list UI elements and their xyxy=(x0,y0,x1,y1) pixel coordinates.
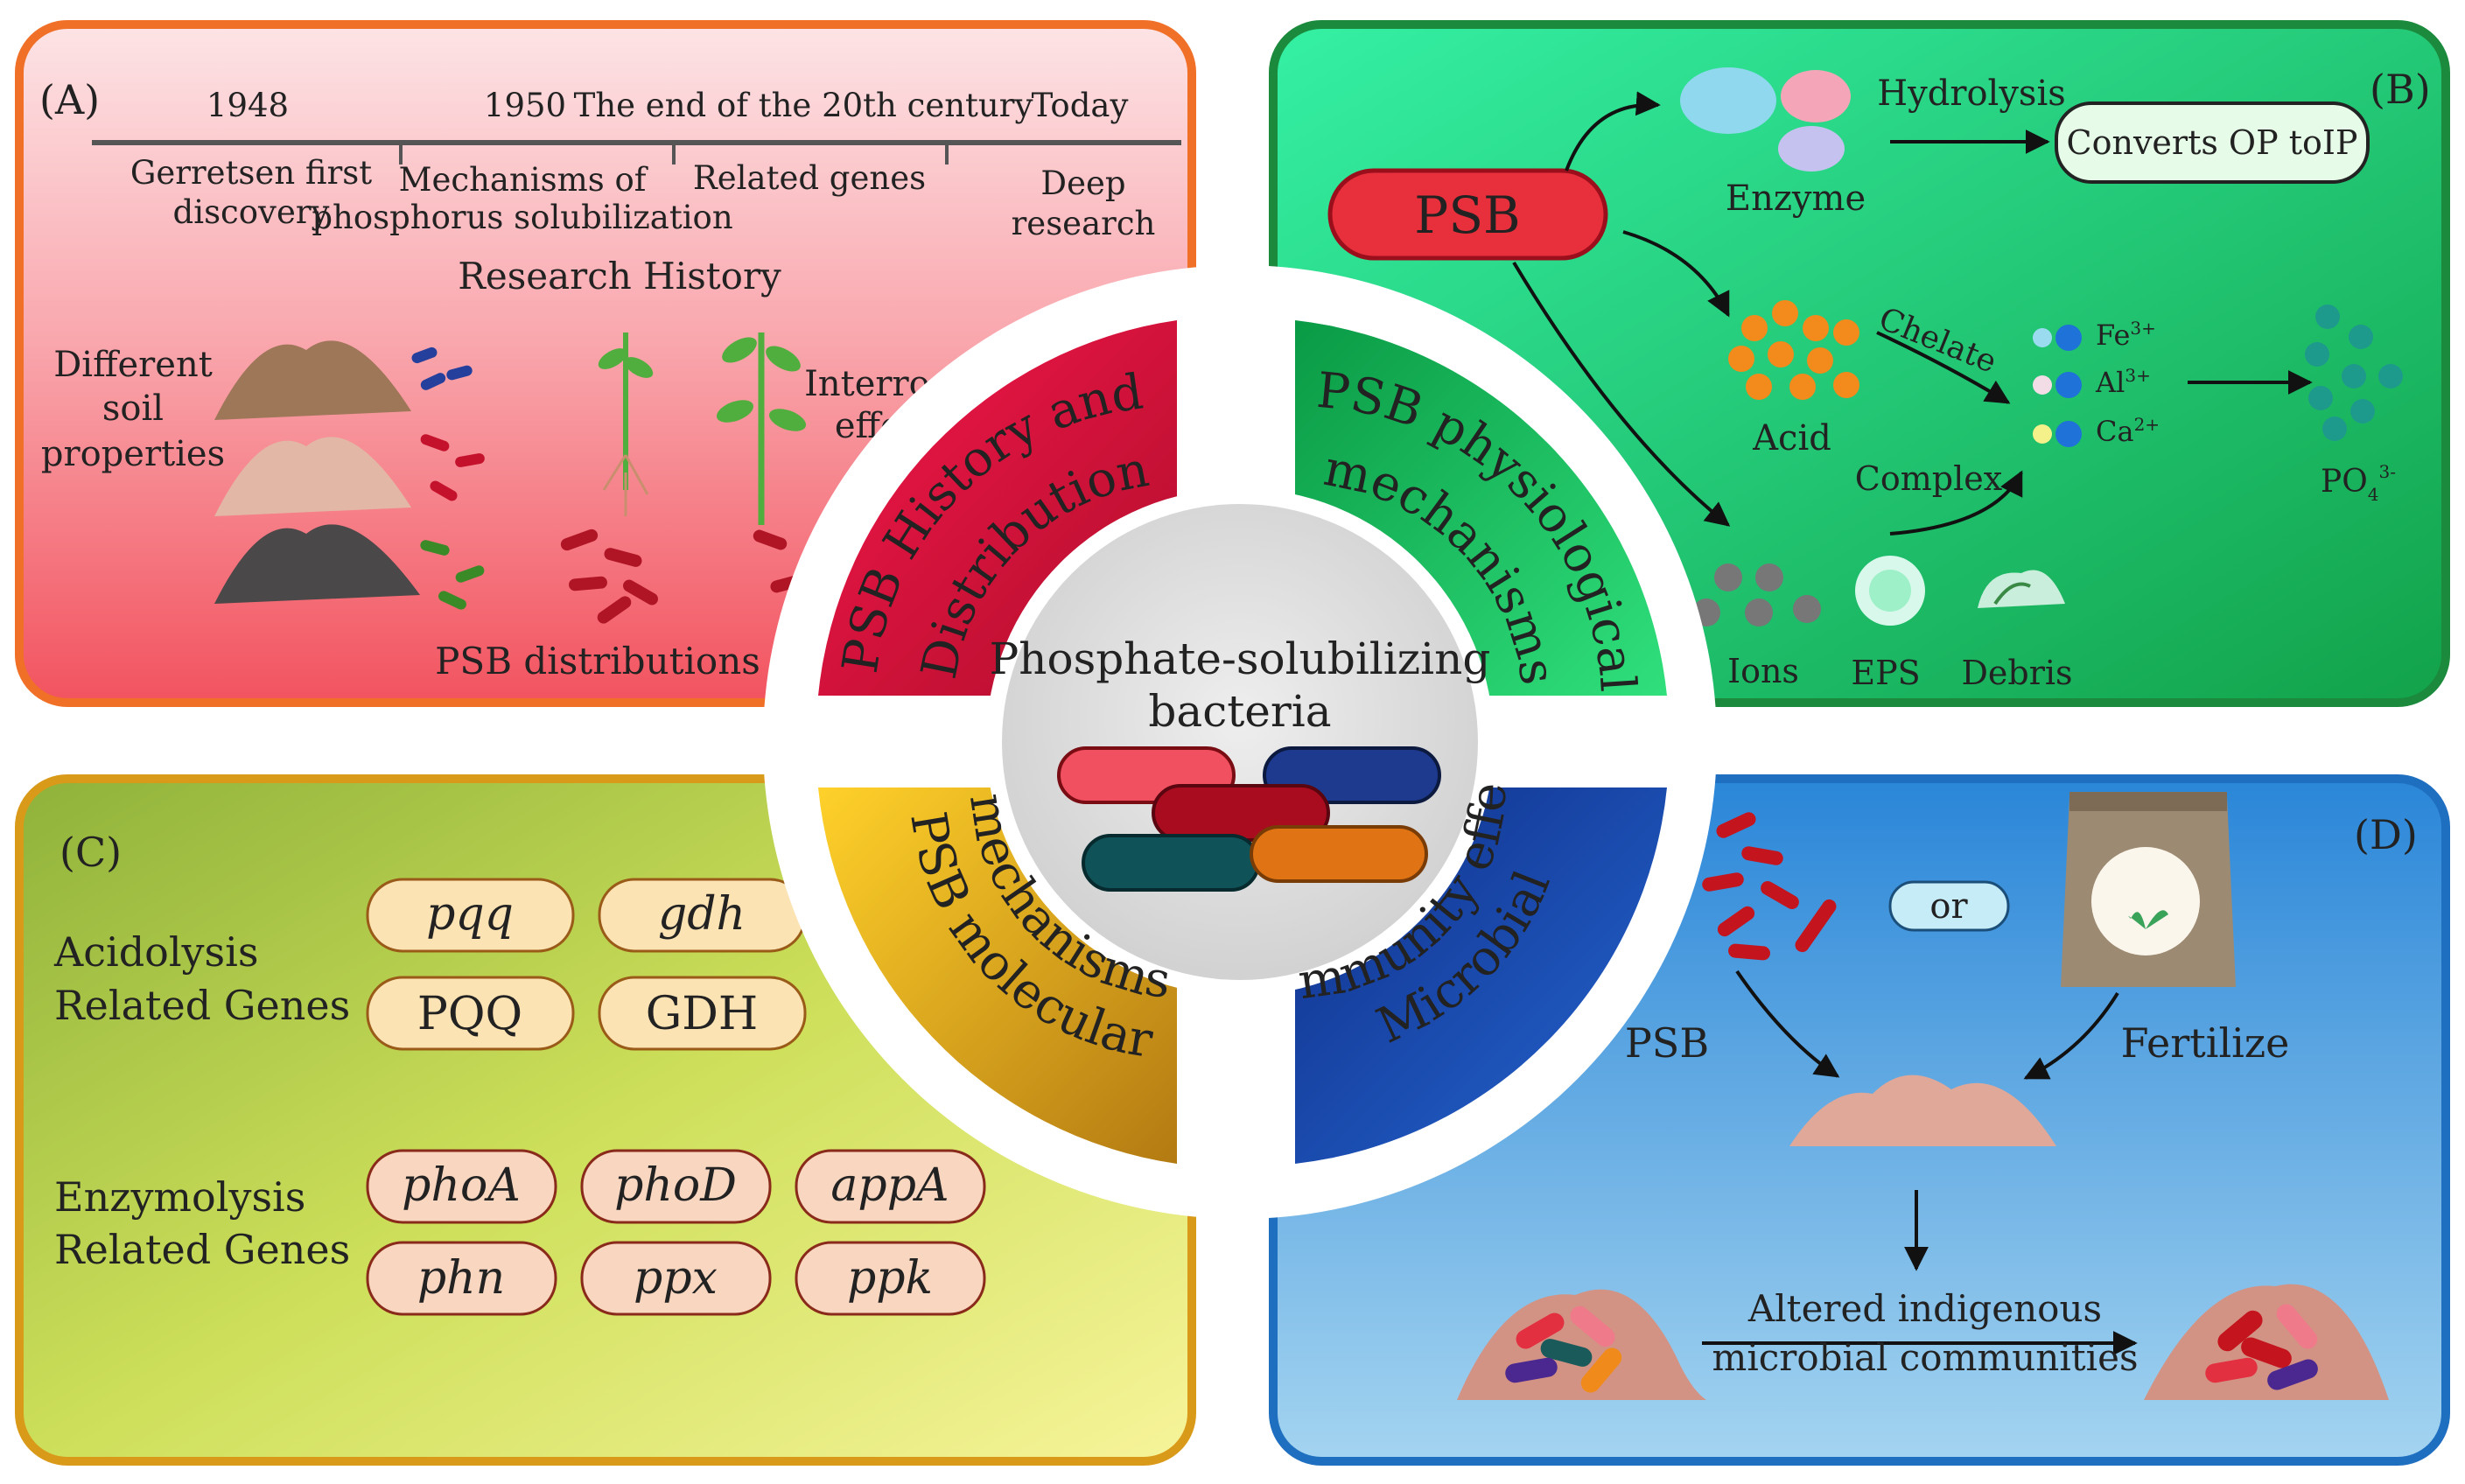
psb-pill-label: PSB xyxy=(1414,186,1520,245)
soil-bacteria-before-illustration xyxy=(1457,1289,1706,1400)
phosphate-dots xyxy=(2305,304,2403,441)
acid-illustration xyxy=(1728,300,1859,400)
gene-phoA: phoA xyxy=(402,1159,521,1212)
psb-label-d: PSB xyxy=(1625,1019,1709,1067)
debris-label: Debris xyxy=(1961,654,2072,692)
gene-pill xyxy=(598,976,807,1051)
metal-ions xyxy=(2033,325,2082,447)
fertilizer-bag-icon xyxy=(2061,792,2236,987)
psb-pill xyxy=(1327,168,1608,261)
center-title-2: bacteria xyxy=(1148,686,1331,737)
gene-PQQ: PQQ xyxy=(417,988,522,1040)
timeline-year-today: Today xyxy=(1032,87,1129,124)
arrow-to-acid xyxy=(1622,230,1730,318)
eps-label: EPS xyxy=(1851,654,1920,692)
panel-d-letter: (D) xyxy=(2354,811,2418,858)
soil-label-2: soil xyxy=(102,388,164,429)
arrow-to-enzyme xyxy=(1565,91,1661,172)
timeline-event-2: Mechanisms of xyxy=(399,161,648,199)
timeline-year-20th-century: The end of the 20th century xyxy=(574,87,1033,124)
enzyme-illustration xyxy=(1680,67,1851,172)
panel-c-letter: (C) xyxy=(60,829,122,876)
gene-pill xyxy=(795,1149,986,1224)
gene-pill xyxy=(795,1241,986,1316)
acid-label: Acid xyxy=(1752,418,1831,458)
gene-gdh: gdh xyxy=(658,888,746,941)
converts-box xyxy=(2055,102,2370,184)
gene-ppk: ppk xyxy=(847,1252,933,1305)
gene-phn: phn xyxy=(417,1252,505,1305)
arrow-to-ions xyxy=(1512,261,1731,527)
or-label: or xyxy=(1929,886,1968,927)
altered-label-2: microbial communities xyxy=(1712,1336,2139,1379)
arrow-chelate xyxy=(1876,331,2011,404)
fertilize-label: Fertilize xyxy=(2121,1019,2290,1067)
center-disc xyxy=(1002,504,1478,980)
soil-bacteria-after-illustration xyxy=(2144,1284,2389,1400)
ion-fe: Fe3+ xyxy=(2096,318,2156,352)
plant-illustration xyxy=(598,332,807,525)
complex-label: Complex xyxy=(1855,459,2002,498)
gene-appA: appA xyxy=(830,1159,949,1212)
or-pill xyxy=(1888,880,2010,932)
center-title-1: Phosphate-solubilizing xyxy=(990,634,1491,684)
ion-al: Al3+ xyxy=(2095,365,2151,399)
timeline-event-3: Related genes xyxy=(693,159,926,197)
arrow-fertilizer-to-soil xyxy=(2023,991,2119,1080)
enzyme-label: Enzyme xyxy=(1726,178,1866,219)
research-history-label: Research History xyxy=(458,255,781,298)
soil-piles-illustration xyxy=(214,340,420,604)
psb-bacteria-cluster xyxy=(1702,812,1837,961)
gene-phoD: phoD xyxy=(614,1159,737,1212)
enzymolysis-label-1: Enzymolysis xyxy=(54,1173,305,1221)
gene-pill xyxy=(366,1241,557,1316)
po4-label: PO43- xyxy=(2321,461,2396,505)
timeline-event-4b: research xyxy=(1012,205,1156,242)
timeline-year-1950: 1950 xyxy=(484,87,566,124)
timeline-event-4: Deep xyxy=(1040,164,1125,202)
gene-pill xyxy=(580,1149,772,1224)
timeline-event-1b: discovery xyxy=(173,193,330,231)
gene-ppx: ppx xyxy=(634,1252,718,1305)
acidolysis-label-1: Acidolysis xyxy=(53,928,258,976)
converts-label: Converts OP toIP xyxy=(2067,123,2358,162)
debris-illustration xyxy=(1978,570,2065,608)
soil-pile-illustration xyxy=(1789,1074,2056,1146)
soil-label-3: properties xyxy=(41,434,225,474)
center-bacteria-illustration xyxy=(1057,746,1441,892)
gene-pill xyxy=(366,878,575,953)
gene-pill xyxy=(366,976,575,1051)
panel-a-letter: (A) xyxy=(39,76,100,123)
bacteria-illustration-a xyxy=(411,346,485,610)
psb-distributions-label: PSB distributions xyxy=(435,640,760,682)
timeline-event-2b: phosphorus solubilization xyxy=(312,199,732,236)
enzymolysis-label-2: Related Genes xyxy=(54,1226,350,1273)
altered-label-1: Altered indigenous xyxy=(1747,1287,2102,1330)
acidolysis-label-2: Related Genes xyxy=(54,982,350,1029)
enzyme-gene-pills: phoA phoD appA phn ppx ppk xyxy=(366,1149,986,1316)
ion-ca: Ca2+ xyxy=(2096,414,2160,448)
gene-pill xyxy=(366,1149,557,1224)
ions-label: Ions xyxy=(1727,652,1799,690)
arrow-psb-to-soil xyxy=(1735,970,1840,1078)
gene-pill xyxy=(580,1241,772,1316)
timeline-event-1: Gerretsen first xyxy=(130,154,372,192)
arrow-complex xyxy=(1889,470,2023,536)
eps-illustration xyxy=(1855,556,1925,626)
timeline-year-1948: 1948 xyxy=(207,87,289,124)
soil-label-1: Different xyxy=(53,345,213,385)
hydrolysis-label: Hydrolysis xyxy=(1877,74,2066,114)
gene-GDH: GDH xyxy=(646,988,759,1040)
panel-b-letter: (B) xyxy=(2370,66,2431,113)
gene-pqq: pqq xyxy=(426,888,514,941)
